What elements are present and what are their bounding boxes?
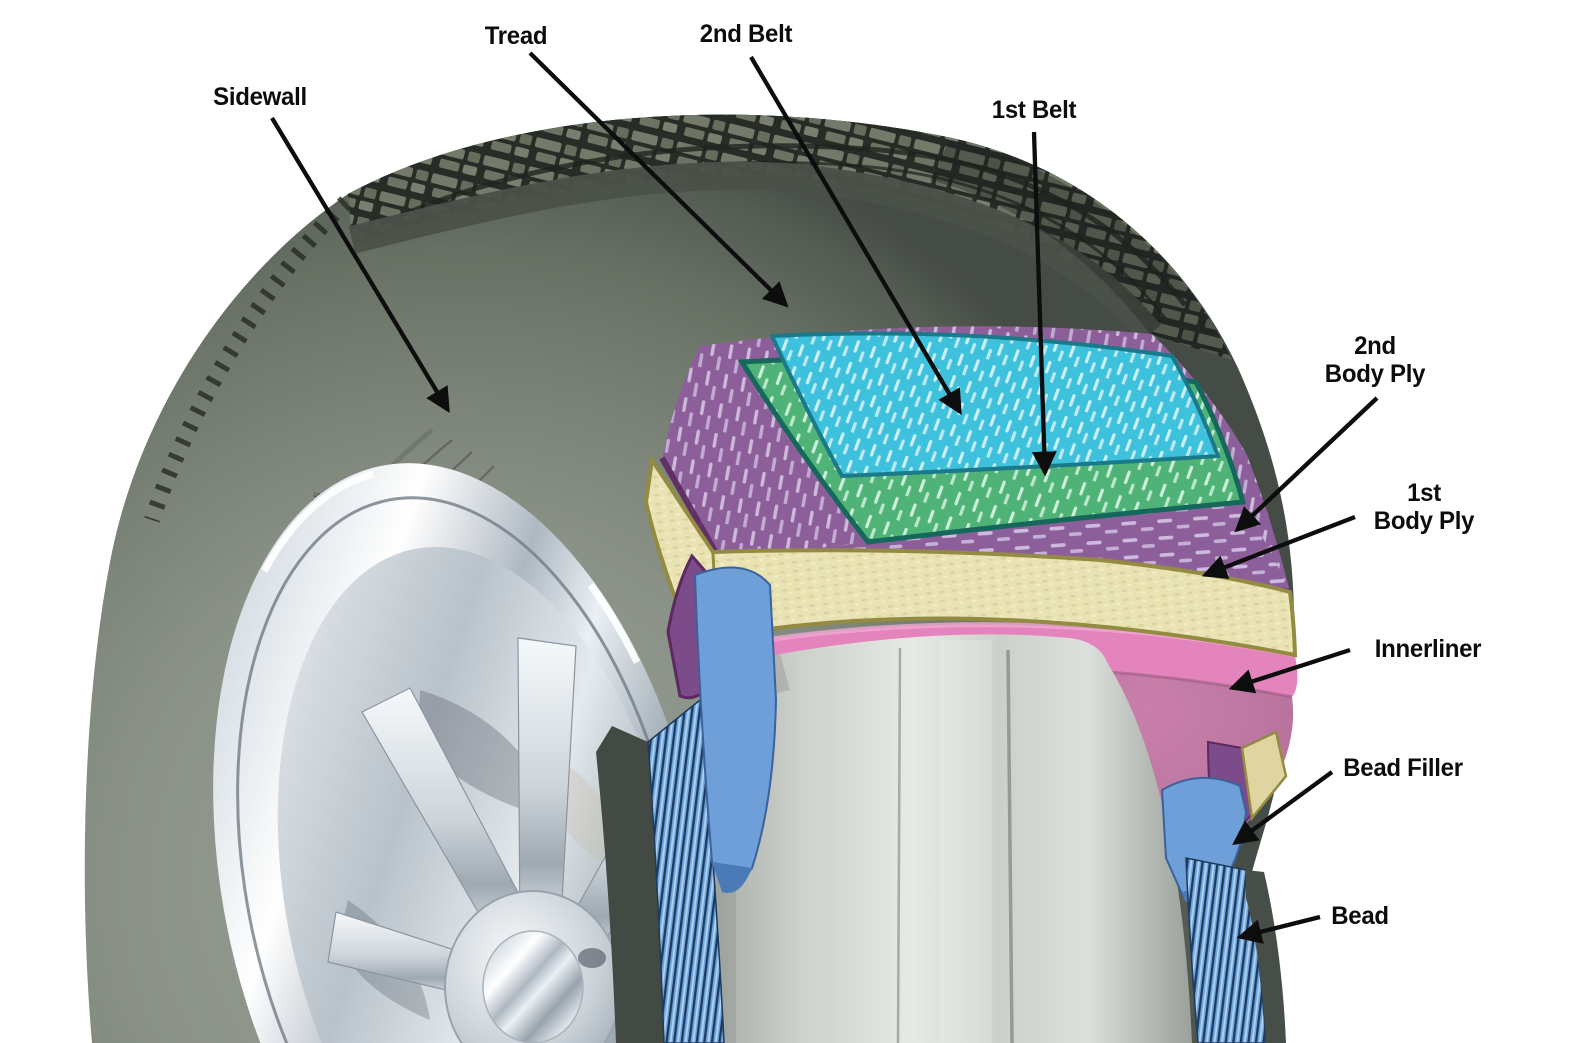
arrow-first-body-ply bbox=[1201, 514, 1356, 579]
label-tread: Tread bbox=[484, 22, 548, 50]
label-bead-filler: Bead Filler bbox=[1343, 754, 1463, 782]
arrow-bead bbox=[1236, 914, 1321, 944]
label-line: 2nd bbox=[1354, 332, 1396, 360]
tread-shadow bbox=[930, 140, 1232, 360]
cream-right-strip bbox=[1240, 730, 1288, 822]
arrow-second-belt bbox=[749, 55, 962, 416]
tread-groove bbox=[378, 143, 1187, 307]
label-line: Body Ply bbox=[1324, 360, 1426, 388]
left-bead-area bbox=[596, 566, 778, 1043]
label-line: 1st bbox=[1407, 479, 1441, 507]
label-innerliner: Innerliner bbox=[1374, 635, 1482, 663]
arrow-innerliner bbox=[1228, 647, 1351, 694]
label-bead: Bead bbox=[1331, 902, 1389, 930]
arrow-tread bbox=[528, 51, 789, 308]
label-second-belt: 2nd Belt bbox=[699, 20, 793, 48]
label-first-body-ply: 1st Body Ply bbox=[1373, 479, 1475, 535]
label-second-body-ply: 2nd Body Ply bbox=[1324, 332, 1426, 388]
label-line: Body Ply bbox=[1373, 507, 1475, 535]
label-first-belt: 1st Belt bbox=[991, 96, 1077, 124]
shoulder-slashes bbox=[144, 196, 352, 523]
arrow-bead-filler bbox=[1232, 770, 1334, 846]
hub-center-cap bbox=[482, 930, 584, 1043]
second-belt-layer bbox=[768, 331, 1221, 479]
right-edge-strips bbox=[1160, 730, 1288, 1043]
arrow-first-belt bbox=[1031, 131, 1057, 477]
arrow-second-body-ply bbox=[1234, 396, 1379, 533]
arrow-sidewall bbox=[270, 116, 450, 413]
label-sidewall: Sidewall bbox=[213, 83, 307, 111]
rim-barrel bbox=[713, 634, 1192, 1043]
tread-shoulder bbox=[348, 161, 1161, 343]
